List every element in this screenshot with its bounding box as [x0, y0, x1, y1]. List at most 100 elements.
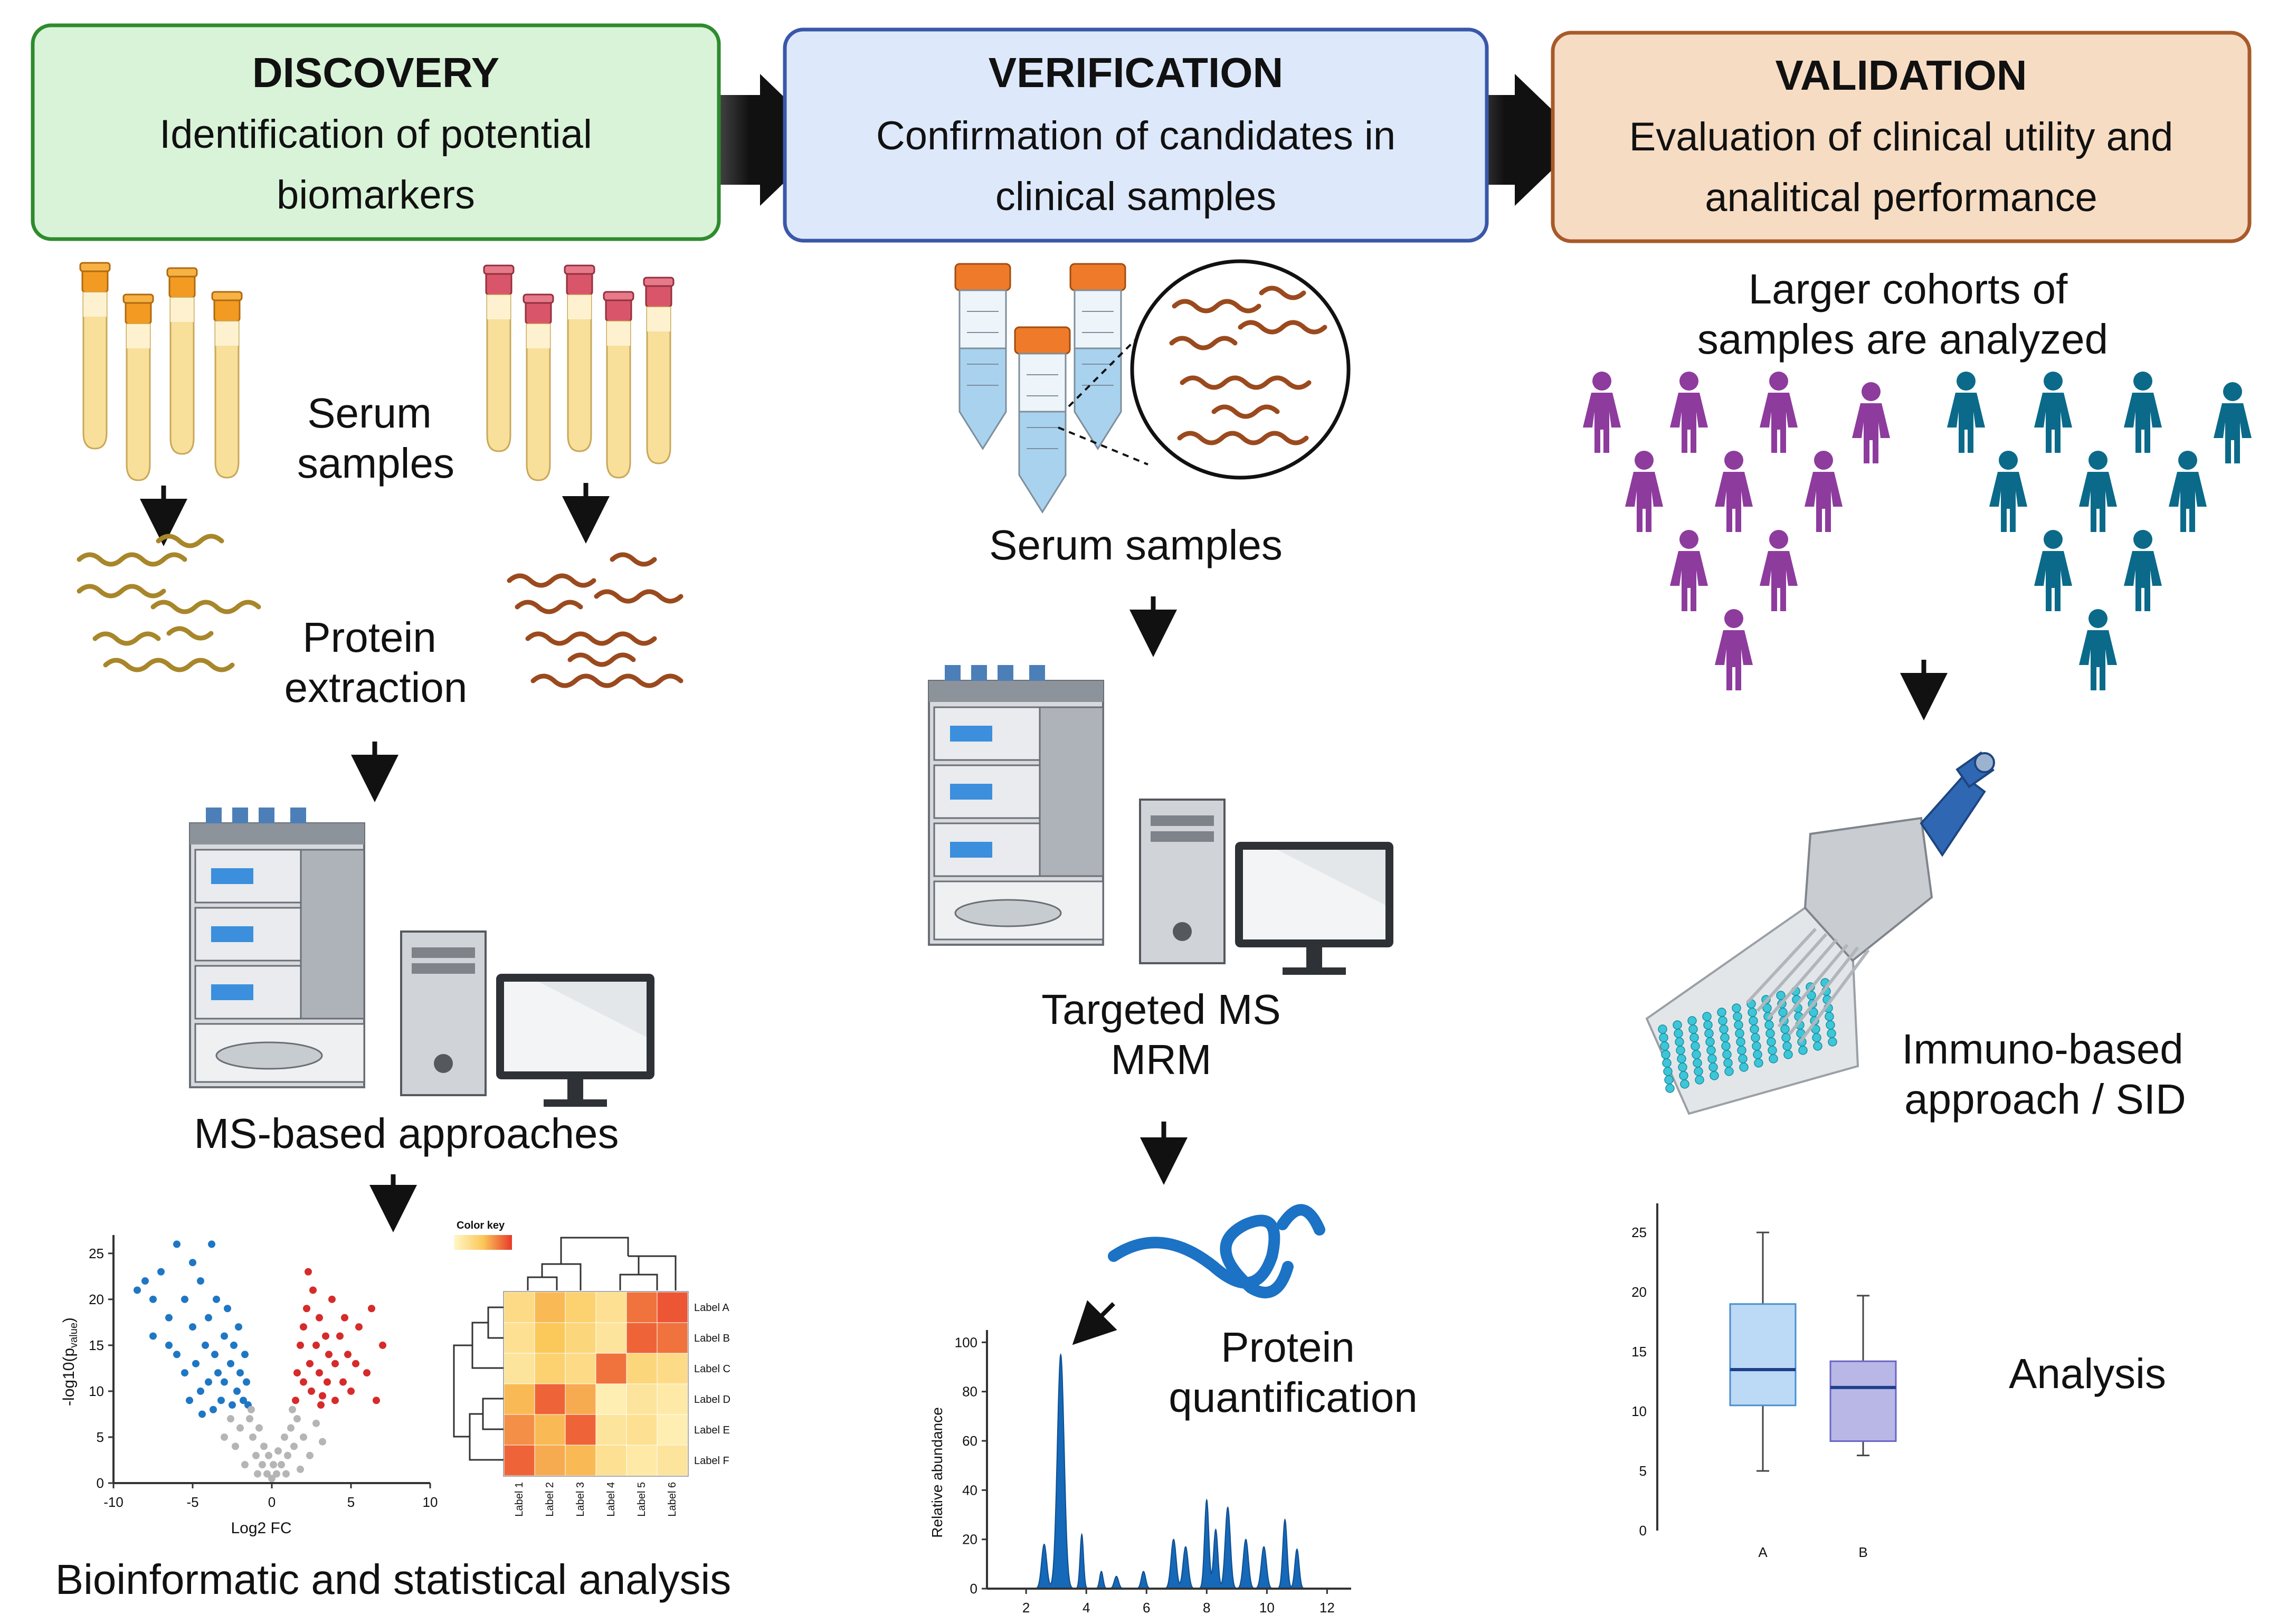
volcano-point-down — [205, 1314, 212, 1322]
plate-well — [1734, 1020, 1743, 1030]
volcano-point-up — [352, 1360, 359, 1367]
volcano-point-ns — [281, 1433, 288, 1441]
plate-well — [1769, 1054, 1778, 1063]
plate-well — [1693, 1058, 1702, 1068]
volcano-point-up — [303, 1305, 310, 1313]
label-quantification: quantification — [1169, 1374, 1417, 1421]
spectrum-ylabel: Relative abundance — [929, 1407, 945, 1538]
volcano-point-up — [316, 1314, 323, 1322]
volcano-point-up — [316, 1369, 323, 1377]
serum-tubes-yellow — [79, 262, 243, 481]
heatmap-col-label: Label 4 — [605, 1482, 617, 1517]
volcano-point-down — [181, 1369, 188, 1377]
plate-well — [1692, 1050, 1701, 1059]
plate-well — [1687, 1016, 1697, 1025]
label-samples-analyzed: samples are analyzed — [1697, 316, 2108, 363]
heatmap-cell — [504, 1445, 535, 1476]
plate-well — [1658, 1024, 1667, 1034]
plate-well — [1680, 1079, 1689, 1089]
volcano-point-down — [189, 1323, 196, 1331]
color-key-label: Color key — [457, 1220, 505, 1231]
label-serum-samples: Serum samples — [989, 521, 1283, 568]
spectrum-ytick-label: 40 — [962, 1482, 977, 1498]
plate-well — [1704, 1029, 1714, 1038]
volcano-point-ns — [232, 1442, 239, 1450]
volcano-point-down — [189, 1259, 196, 1267]
heatmap-cell — [626, 1445, 658, 1476]
volcano-xlabel: Log2 FC — [231, 1519, 291, 1537]
volcano-point-down — [235, 1323, 242, 1331]
plate-well — [1705, 1037, 1715, 1047]
volcano-point-down — [229, 1401, 236, 1409]
plate-well — [1781, 1033, 1791, 1042]
spectrum-ytick-label: 0 — [970, 1581, 977, 1597]
box-body — [1729, 1303, 1797, 1407]
volcano-point-ns — [246, 1415, 253, 1423]
volcano-point-ns — [236, 1424, 244, 1432]
plate-well — [1663, 1067, 1673, 1076]
plate-well — [1706, 1046, 1716, 1055]
volcano-xtick-label: -10 — [103, 1494, 124, 1510]
plate-well — [1812, 1033, 1821, 1042]
spectrum-xtick-label: 10 — [1259, 1600, 1275, 1616]
volcano-point-up — [336, 1332, 344, 1340]
volcano-point-ns — [284, 1451, 291, 1459]
heatmap-col-label: Label 6 — [667, 1482, 678, 1517]
person-icon — [1625, 451, 1663, 532]
heatmap-cell — [504, 1291, 535, 1323]
plate-well — [1679, 1071, 1688, 1080]
plate-well — [1737, 1046, 1746, 1055]
phase-subtitle: Identification of potential — [159, 112, 592, 157]
plate-well — [1724, 1067, 1734, 1076]
plate-well — [1702, 1012, 1712, 1021]
volcano-point-ns — [241, 1461, 249, 1469]
plate-well — [1708, 1062, 1718, 1072]
volcano-point-ns — [293, 1415, 301, 1423]
phase-arrow-2 — [1462, 74, 1583, 206]
heatmap-cell — [565, 1353, 596, 1384]
heatmap-row-label: Label A — [694, 1302, 729, 1314]
heatmap-cell — [626, 1414, 658, 1446]
volcano-point-ns — [252, 1451, 260, 1459]
zoom-callout — [1058, 259, 1351, 480]
plate-well — [1717, 1008, 1726, 1017]
volcano-point-up — [312, 1341, 320, 1349]
volcano-point-ns — [282, 1470, 290, 1478]
phase-subtitle: Evaluation of clinical utility and — [1629, 115, 2173, 159]
volcano-ytick-label: 15 — [89, 1337, 104, 1353]
person-icon — [2214, 382, 2252, 463]
heatmap-cell — [595, 1445, 627, 1476]
volcano-point-down — [233, 1387, 241, 1395]
phase-verification: VERIFICATION Confirmation of candidates … — [783, 27, 1489, 243]
plate-well — [1689, 1033, 1699, 1042]
volcano-point-ns — [312, 1419, 320, 1427]
plate-well — [1662, 1058, 1672, 1068]
volcano-point-ns — [273, 1470, 280, 1478]
volcano-point-down — [173, 1351, 181, 1359]
heatmap-cell — [657, 1291, 688, 1323]
plate-well — [1754, 1058, 1763, 1068]
volcano-xtick-label: -5 — [186, 1494, 198, 1510]
volcano-point-down — [157, 1268, 165, 1276]
heatmap-cell — [657, 1353, 688, 1384]
boxplot-ytick-label: 0 — [1639, 1523, 1647, 1538]
person-icon — [1670, 530, 1708, 611]
volcano-point-down — [192, 1360, 200, 1367]
boxplot-category-label: B — [1858, 1544, 1867, 1560]
volcano-ytick-label: 10 — [89, 1383, 104, 1399]
volcano-point-ns — [297, 1465, 304, 1473]
heatmap-cell — [534, 1383, 566, 1415]
volcano-point-down — [211, 1351, 219, 1359]
volcano-point-ns — [255, 1424, 263, 1432]
plate-well — [1695, 1075, 1704, 1085]
lc-ms-instrument — [189, 806, 365, 1088]
heatmap-cell — [504, 1383, 535, 1415]
plate-well — [1765, 1029, 1775, 1038]
volcano-point-ns — [274, 1447, 282, 1455]
volcano-point-up — [355, 1323, 363, 1331]
plate-well — [1735, 1029, 1744, 1038]
volcano-point-up — [309, 1286, 317, 1294]
plate-well — [1678, 1062, 1687, 1072]
